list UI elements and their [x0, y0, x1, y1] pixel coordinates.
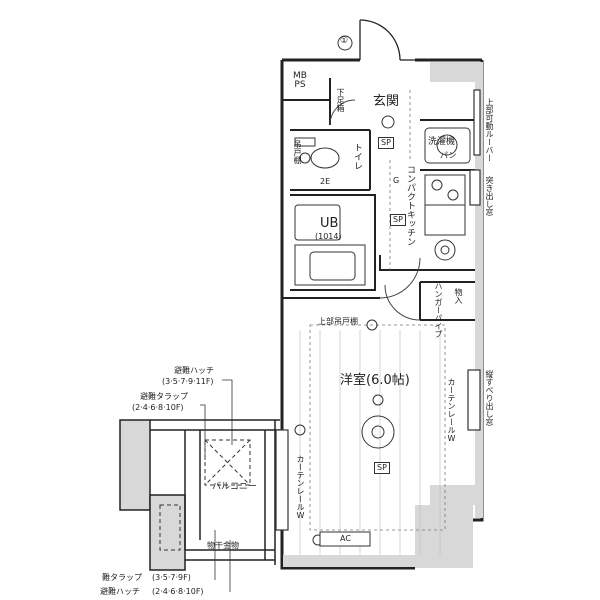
curtain-rail-left-label: カーテンレールW — [296, 455, 305, 520]
circle-one-label: ① — [340, 36, 349, 46]
hanger-pipe-label: ハンガーパイプ — [434, 282, 443, 338]
entrance-label: 玄関 — [373, 94, 400, 109]
ladder-bottom-label: 難タラップ — [102, 573, 142, 582]
washer-label: 洗濯機 — [428, 137, 456, 147]
drying-hardware-label: 物干金物 — [207, 541, 239, 550]
ac-label: AC — [340, 534, 351, 543]
curtain-rail-right-label: カーテンレールW — [447, 378, 456, 443]
compact-kitchen-label: コンパクトキッチン — [405, 165, 415, 246]
sp-label-kitchen: SP — [390, 214, 406, 226]
balcony-structure — [119, 419, 280, 571]
bay-window-label: 突き出し窓 — [485, 176, 494, 216]
sp-label-entrance: SP — [378, 137, 394, 149]
entrance-door — [359, 19, 415, 61]
bathtub — [294, 204, 366, 286]
mb-ps-label: MB PS — [293, 71, 307, 90]
leader-lines — [200, 379, 233, 592]
g-mark-label: G — [393, 176, 400, 185]
windows — [275, 89, 481, 531]
ladder-top-label: 避難タラップ — [140, 392, 188, 401]
ub-label: UB — [320, 216, 339, 231]
shoe-box-label: 下足箱 — [336, 88, 345, 112]
wall-shading — [283, 62, 483, 568]
hatch-top-floors-label: (3·5·7·9·11F) — [162, 377, 214, 386]
vertical-sliding-window-label: 縦すべり出し窓 — [485, 370, 494, 426]
kitchen-fixtures — [424, 127, 471, 261]
hatch-top-label: 避難ハッチ — [174, 366, 214, 375]
western-room-label: 洋室(6.0帖) — [340, 373, 410, 388]
toilet-label: トイレ — [352, 143, 362, 170]
balcony-label: バルコニー — [212, 482, 257, 492]
twoe-label: 2E — [320, 177, 331, 186]
interior-walls — [282, 78, 475, 321]
ladder-top-floors-label: (2·4·6·8·10F) — [132, 403, 184, 412]
ceiling-light — [294, 35, 395, 546]
upper-cabinet-label: 上部吊戸棚 — [318, 317, 358, 326]
ac-unit — [319, 531, 371, 547]
ladder-bottom-floors-label: (3·5·7·9F) — [152, 573, 191, 582]
toilet-fixture — [294, 137, 340, 169]
hatch-bottom-floors-label: (2·4·6·8·10F) — [152, 587, 204, 596]
washer-pan-label: パン — [440, 151, 457, 160]
balcony-hatch — [159, 439, 251, 551]
cabinet-label: 吊戸棚 — [293, 140, 302, 164]
floor-lines — [299, 330, 441, 555]
door-arcs — [329, 99, 421, 321]
hatch-bottom-label: 避難ハッチ — [100, 587, 140, 596]
upper-movable-louver-label: 上部可動ルーバー — [485, 98, 494, 162]
sp-label-room: SP — [374, 462, 390, 474]
ub-size-label: (1014) — [315, 232, 342, 241]
storage-label: 物入 — [454, 288, 463, 304]
